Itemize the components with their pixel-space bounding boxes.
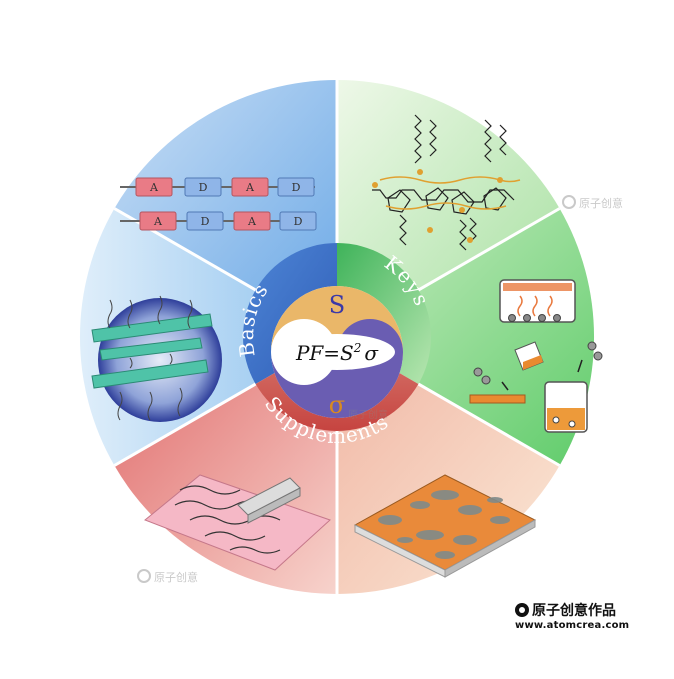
watermark-center: 原子创意	[348, 408, 388, 421]
brand-name-row: 原子创意作品	[515, 600, 665, 620]
formula-sigma: σ	[364, 341, 379, 365]
chain-unit: D	[201, 215, 210, 228]
watermark-label: 原子创意	[579, 196, 623, 210]
processing-illustration	[469, 279, 603, 433]
beaker-pour	[514, 341, 544, 371]
ad-chain-illustration: A D A D A D A D	[120, 177, 317, 231]
polymer-structure-illustration	[372, 114, 521, 251]
watermark-left: 原子创意	[137, 569, 198, 584]
magnified-crystal-illustration	[91, 295, 222, 422]
chain-row-1: A D A D	[135, 177, 315, 197]
brand-name: 原子创意作品	[532, 603, 616, 619]
film-probe-illustration	[144, 474, 331, 571]
composite-film-illustration	[353, 474, 537, 578]
symbol-sigma: σ	[329, 391, 345, 419]
chain-unit: D	[199, 181, 208, 194]
chain-row-2: A D A D	[139, 211, 317, 231]
chain-unit: D	[294, 215, 303, 228]
chain-unit: A	[149, 181, 159, 194]
brand-block: 原子创意作品 www.atomcrea.com	[515, 600, 665, 631]
formula-prefix: PF=S	[295, 341, 354, 365]
brand-url: www.atomcrea.com	[515, 620, 630, 631]
chain-unit: A	[245, 181, 255, 194]
chain-unit: A	[153, 215, 163, 228]
symbol-s: S	[329, 291, 345, 319]
formula-exp: 2	[353, 341, 362, 355]
brand-logo-icon	[515, 603, 529, 617]
sector-right	[337, 208, 595, 466]
watermark-label: 原子创意	[154, 570, 198, 584]
chain-unit: D	[292, 181, 301, 194]
yin-yang-core	[271, 286, 403, 418]
watermark-right: 原子创意	[562, 195, 623, 210]
svg-text:原子创意: 原子创意	[348, 408, 388, 421]
chain-unit: A	[247, 215, 257, 228]
